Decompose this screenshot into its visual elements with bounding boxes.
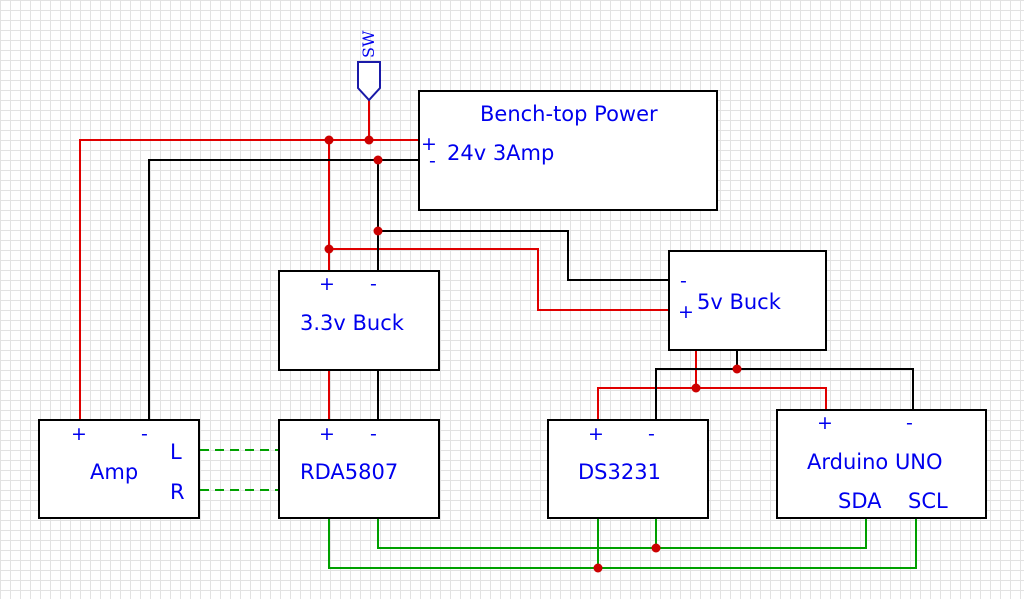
rda5807-box	[278, 419, 440, 519]
arduino-uno[interactable]: + - Arduino UNO SDA SCL	[776, 409, 987, 519]
switch-label: SW	[359, 30, 378, 58]
bench-power-box	[418, 90, 718, 211]
junction-dot	[732, 364, 742, 374]
arduino-box	[776, 409, 987, 519]
wire-5v-minus-feed	[378, 230, 670, 281]
ds3231-plus: +	[588, 423, 604, 445]
arduino-minus: -	[906, 412, 913, 434]
wire-sda-bus	[377, 518, 867, 549]
buck-5v-box	[668, 250, 827, 351]
buck-3v3-title: 3.3v Buck	[300, 311, 405, 335]
junction-dot	[373, 155, 383, 165]
junction-dot	[324, 244, 334, 254]
switch-connector-icon	[357, 61, 381, 102]
buck-5v-minus: -	[680, 270, 687, 292]
arduino-plus: +	[817, 412, 833, 434]
bench-power-title: Bench-top Power	[480, 102, 658, 126]
arduino-scl-label: SCL	[908, 489, 948, 513]
arduino-title: Arduino UNO	[807, 450, 943, 474]
bench-power-spec: 24v 3Amp	[447, 141, 554, 165]
junction-dot	[324, 135, 334, 145]
wire-5v-plus-feed	[329, 248, 670, 311]
buck-3v3-plus: +	[319, 273, 335, 295]
amp-title: Amp	[90, 460, 138, 484]
amp-left-label: L	[170, 440, 182, 464]
buck-5v[interactable]: - + 5v Buck	[668, 250, 827, 351]
junction-dot	[593, 563, 603, 573]
amp[interactable]: + - Amp L R	[38, 419, 200, 519]
ds3231-minus: -	[648, 423, 655, 445]
ground-wires	[148, 159, 914, 420]
ds3231-title: DS3231	[578, 460, 661, 484]
wire-power-minus-main	[148, 159, 420, 420]
junction-dot	[651, 543, 661, 553]
buck-3v3[interactable]: + - 3.3v Buck	[278, 270, 440, 371]
wire-ds3231-minus	[655, 368, 737, 420]
junction-dot	[364, 135, 374, 145]
ds3231-box	[547, 419, 709, 519]
amp-plus: +	[71, 423, 87, 445]
switch-symbol[interactable]: SW	[357, 30, 381, 102]
amp-right-label: R	[170, 480, 185, 504]
ds3231[interactable]: + - DS3231	[547, 419, 709, 519]
positive-wires	[79, 100, 827, 420]
buck-3v3-minus: -	[370, 273, 377, 295]
amp-box	[38, 419, 200, 519]
wire-arduino-minus	[737, 368, 914, 410]
wire-ds3231-plus	[597, 387, 696, 420]
bench-power-supply[interactable]: Bench-top Power 24v 3Amp + -	[418, 90, 718, 211]
buck-5v-plus: +	[678, 301, 694, 323]
amp-minus: -	[141, 423, 148, 445]
buck-3v3-box	[278, 270, 440, 371]
junction-dot	[691, 383, 701, 393]
junction-dot	[373, 226, 383, 236]
arduino-sda-label: SDA	[838, 489, 882, 513]
bench-power-minus: -	[429, 150, 436, 172]
wire-power-plus-main	[79, 139, 420, 420]
rda5807-minus: -	[370, 423, 377, 445]
wire-arduino-plus	[696, 387, 827, 410]
audio-wires	[200, 449, 280, 491]
bench-power-plus: +	[421, 133, 437, 155]
buck-5v-title: 5v Buck	[697, 290, 782, 314]
i2c-wires	[328, 518, 917, 569]
rda5807-title: RDA5807	[300, 460, 398, 484]
rda5807-plus: +	[319, 423, 335, 445]
wire-scl-bus	[328, 518, 917, 569]
junctions	[324, 135, 742, 573]
rda5807[interactable]: + - RDA5807	[278, 419, 440, 519]
